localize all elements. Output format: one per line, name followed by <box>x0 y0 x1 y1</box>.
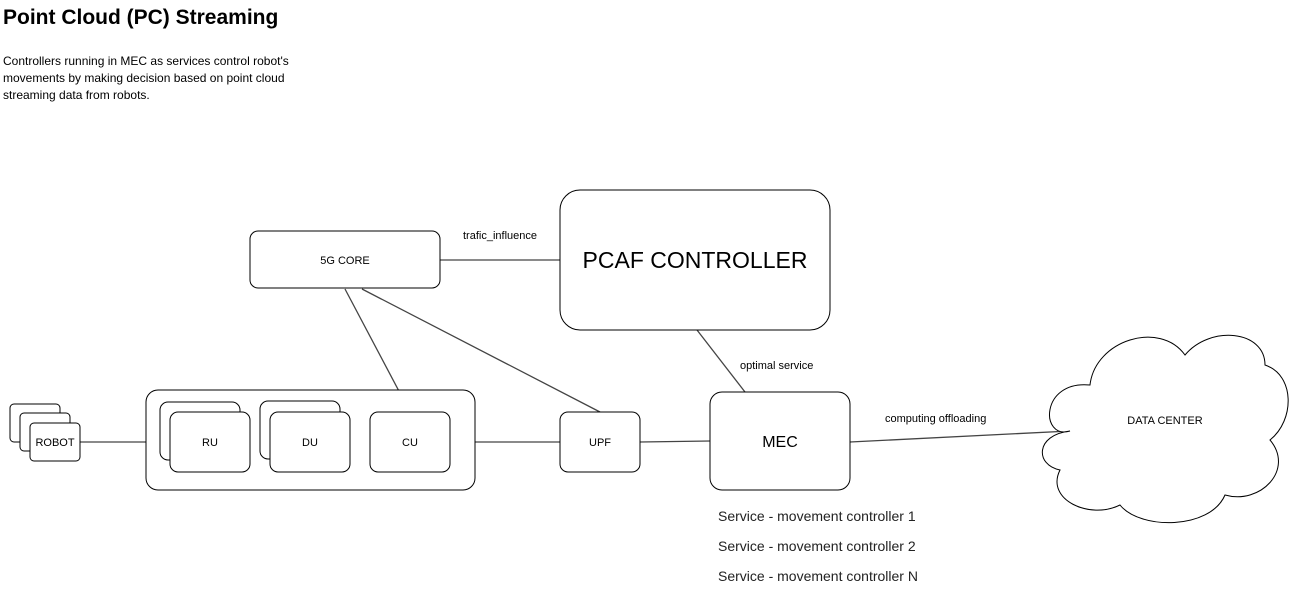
pcaf-controller-box <box>559 189 831 331</box>
du-label: DU <box>302 437 318 449</box>
mec-box <box>709 391 851 491</box>
data-center-label: DATA CENTER <box>1127 415 1202 427</box>
core-box <box>249 230 441 289</box>
ru-label: RU <box>202 437 218 449</box>
ru-box <box>169 411 251 473</box>
ru-node: RU <box>159 401 251 473</box>
cu-label: CU <box>402 437 418 449</box>
mec-label: MEC <box>762 434 798 451</box>
service-item-2: Service - movement controller 2 <box>718 538 916 554</box>
cu-node: CU <box>369 411 451 473</box>
data-center-node: DATA CENTER <box>1042 334 1289 524</box>
upf-box <box>559 411 641 473</box>
edge-label-optimal-service: optimal service <box>740 360 813 372</box>
edge-upf-mec <box>639 440 711 443</box>
edge-label-computing-offloading: computing offloading <box>885 413 986 425</box>
upf-label: UPF <box>589 437 611 449</box>
cu-box <box>369 411 451 473</box>
du-node: DU <box>259 400 351 473</box>
pcaf-controller-label: PCAF CONTROLLER <box>583 247 808 273</box>
page-description: Controllers running in MEC as services c… <box>3 54 289 102</box>
edge-core-upf <box>361 288 601 413</box>
du-box <box>269 411 351 473</box>
upf-node: UPF <box>559 411 641 473</box>
mec-node: MEC <box>709 391 851 491</box>
pcaf-controller-node: PCAF CONTROLLER <box>559 189 831 331</box>
service-item-1: Service - movement controller 1 <box>718 508 916 524</box>
edge-label-traffic-influence: trafic_influence <box>463 230 537 242</box>
core-node: 5G CORE <box>249 230 441 289</box>
core-label: 5G CORE <box>320 255 370 267</box>
robot-node: ROBOT <box>9 403 81 462</box>
robot-box <box>29 422 81 462</box>
robot-label: ROBOT <box>35 437 74 449</box>
page-title: Point Cloud (PC) Streaming <box>3 6 279 29</box>
mec-services-list: Service - movement controller 1 Service … <box>718 501 918 591</box>
service-item-n: Service - movement controller N <box>718 568 918 584</box>
edge-pcaf-mec <box>696 329 746 393</box>
edge-mec-datacenter <box>849 430 1071 443</box>
cloud-icon <box>1042 334 1289 524</box>
